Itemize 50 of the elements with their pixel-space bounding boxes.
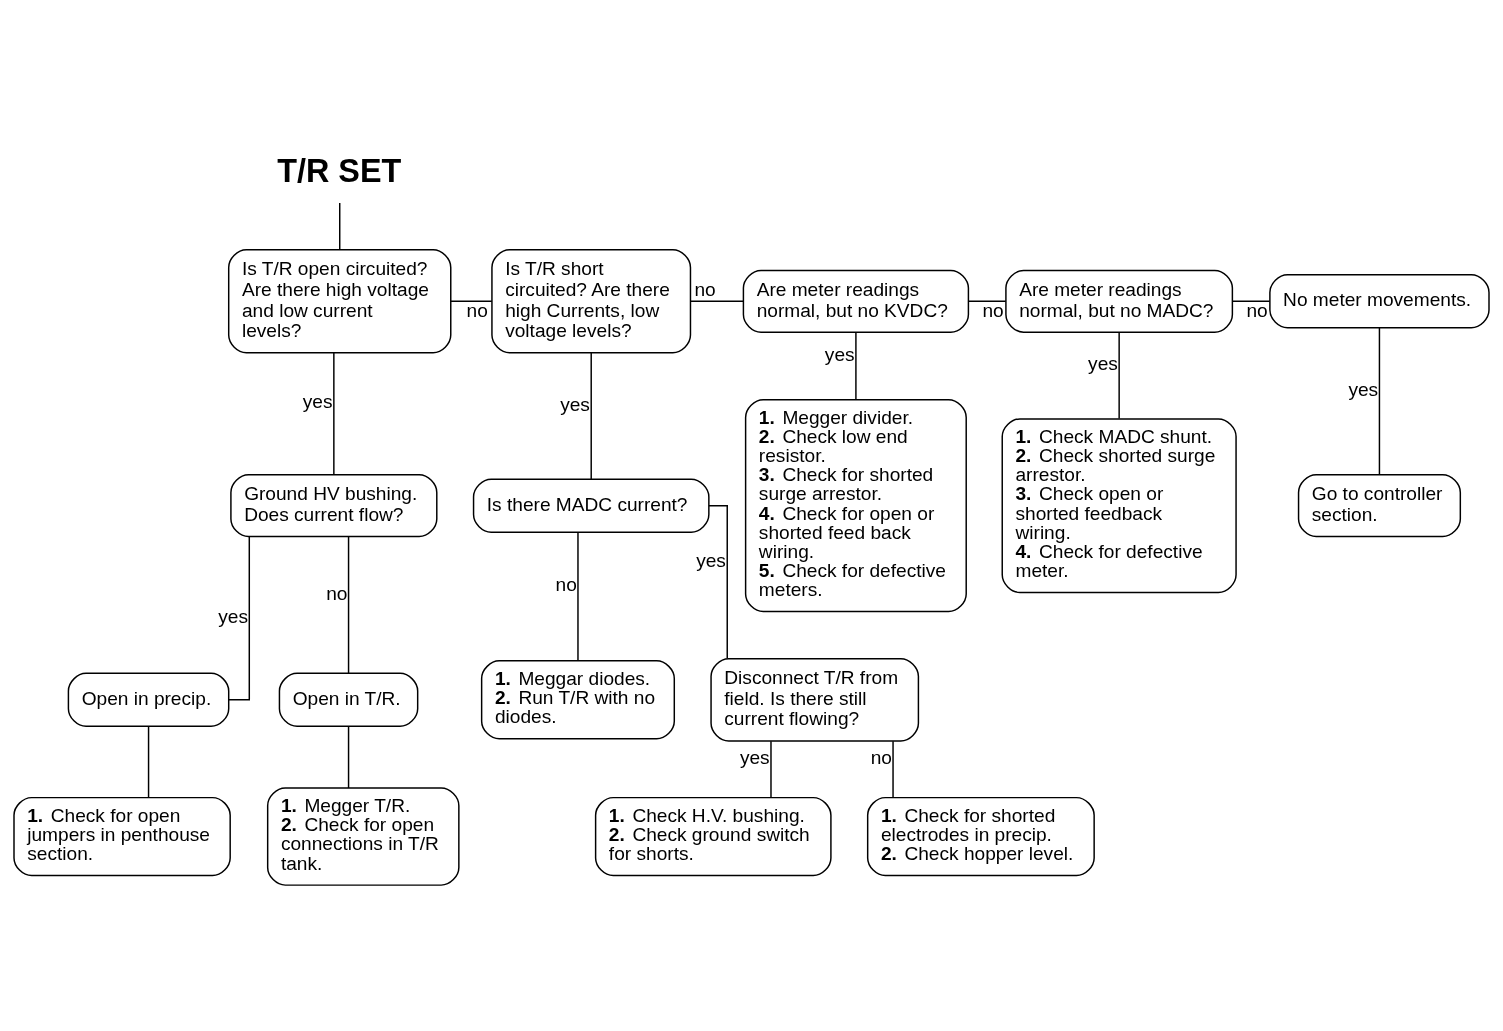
node-box: 1. Check H.V. bushing. 2. Check ground switch for shorts. — [594, 796, 832, 876]
node-box: Disconnect T/R from field. Is there still current flowing? — [710, 657, 920, 742]
node-box: Are meter readings normal, but no KVDC? — [742, 269, 970, 333]
connector — [892, 740, 894, 798]
connector — [1378, 326, 1381, 475]
connector — [967, 300, 1007, 302]
edge-label: no — [555, 573, 577, 595]
edge-label: no — [982, 299, 1004, 321]
edge-label: no — [326, 582, 348, 604]
connector — [590, 351, 592, 480]
edge-label: no — [694, 278, 716, 300]
edge-label: yes — [1088, 352, 1118, 374]
edge-label: no — [870, 746, 892, 768]
node-box: Open in T/R. — [278, 672, 419, 727]
node-box: 1. Check for open jumpers in penthouse section. — [13, 796, 231, 876]
connector — [333, 351, 335, 475]
node-box: Is T/R short circuited? Are there high Currents, low voltage levels? — [491, 248, 692, 353]
node-box: No meter movements. — [1269, 273, 1490, 328]
edge-label: yes — [302, 390, 333, 412]
node-box: Go to controller section. — [1297, 473, 1462, 537]
connector — [770, 740, 772, 798]
node-box: 1. Check MADC shunt. 2. Check shorted surge arrestor. 3. Check open or shorted feedback wiring. 4. Check for defective meter. — [1001, 417, 1237, 593]
edge-label: yes — [218, 605, 248, 627]
node-box: 1. Check for shorted electrodes in precip. 2. Check hopper level. — [866, 796, 1095, 876]
edge-label: no — [466, 299, 488, 321]
edge-label: yes — [739, 746, 770, 768]
node-box: 1. Megger divider. 2. Check low end resistor. 3. Check for shorted surge arrestor. 4. Check for open or shorted feed back wiring. 5. Check for defective meters. — [744, 398, 967, 612]
node-box: Are meter readings normal, but no MADC? — [1005, 269, 1234, 333]
edge-label: yes — [696, 549, 726, 571]
connector — [347, 725, 350, 789]
node-box: Ground HV bushing. Does current flow? — [230, 473, 438, 537]
connector — [147, 725, 150, 798]
node-box: Is there MADC current? — [472, 478, 710, 533]
node-box: 1. Meggar diodes. 2. Run T/R with no diodes. — [480, 659, 676, 740]
connector — [577, 531, 579, 662]
edge-label: yes — [560, 393, 590, 415]
connector — [689, 300, 744, 302]
connector — [855, 331, 857, 400]
node-box: 1. Megger T/R. 2. Check for open connections in T/R tank. — [266, 786, 460, 886]
edge-label: yes — [1348, 378, 1379, 400]
connector — [1231, 300, 1271, 302]
connector — [347, 535, 350, 674]
edge-label: no — [1246, 299, 1268, 321]
connector — [450, 300, 493, 302]
connector — [339, 201, 341, 250]
node-box: Is T/R open circuited? Are there high voltage and low current levels? — [227, 248, 452, 353]
node-box: Open in precip. — [67, 672, 230, 727]
node-text: T/R SET — [277, 152, 402, 189]
connector — [1118, 331, 1120, 419]
edge-label: yes — [824, 343, 855, 365]
